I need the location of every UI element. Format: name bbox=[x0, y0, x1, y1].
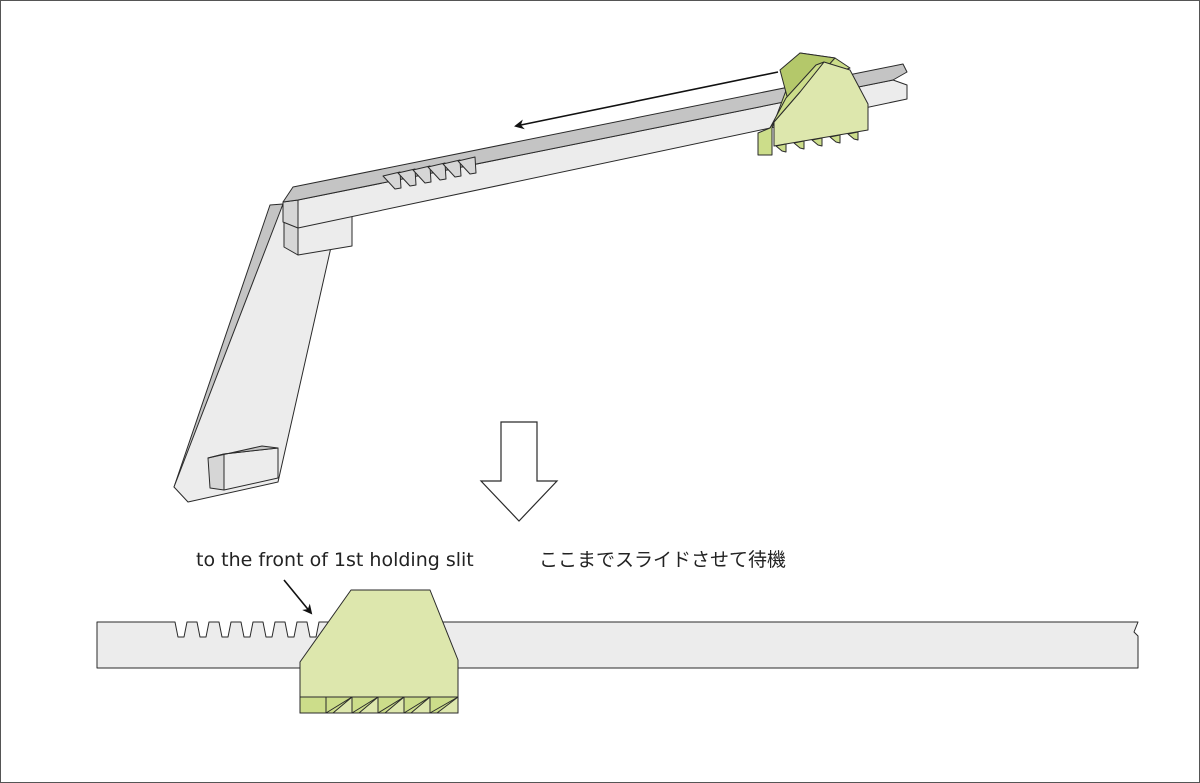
arrow-left-icon bbox=[514, 71, 779, 130]
holding-slits-top bbox=[382, 156, 477, 190]
rail-assembly-3d bbox=[173, 52, 908, 503]
slider-teeth bbox=[775, 131, 859, 153]
slit bbox=[397, 168, 417, 187]
tooth bbox=[847, 131, 859, 141]
foot-block-top bbox=[207, 445, 279, 459]
slider-tooth-outline bbox=[325, 696, 459, 714]
tooth bbox=[299, 696, 327, 714]
slit bbox=[427, 162, 447, 181]
slider-3d bbox=[757, 52, 869, 156]
arrow-pointer-icon bbox=[283, 579, 313, 615]
foot-block-side bbox=[207, 453, 225, 491]
slider-front-edge bbox=[769, 61, 825, 129]
tooth bbox=[811, 137, 823, 147]
arrow-down-icon bbox=[479, 421, 559, 522]
tooth bbox=[775, 143, 787, 153]
rail-side-view bbox=[96, 589, 1139, 714]
slit bbox=[442, 159, 462, 178]
slit bbox=[412, 165, 432, 184]
rail-side-body bbox=[96, 621, 1139, 669]
slit bbox=[457, 156, 477, 175]
tooth bbox=[793, 140, 805, 150]
label-english: to the front of 1st holding slit bbox=[196, 549, 474, 571]
slider-side-view bbox=[299, 589, 459, 714]
slider-body bbox=[299, 589, 459, 698]
tooth bbox=[829, 134, 841, 144]
slit bbox=[382, 171, 402, 190]
label-japanese: ここまでスライドさせて待機 bbox=[539, 549, 786, 571]
